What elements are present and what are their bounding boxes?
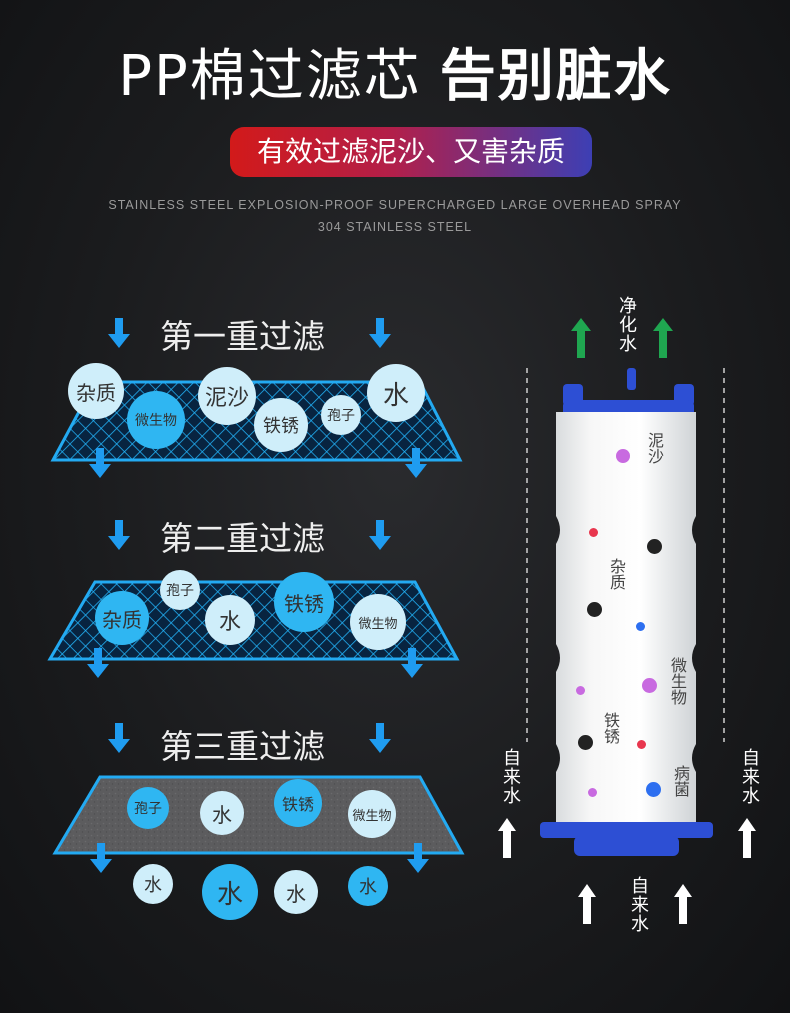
arrow-up-icon [578, 884, 596, 924]
particle-bubble: 杂质 [68, 363, 124, 419]
arrow-up-icon [653, 318, 673, 358]
subtitle-pill: 有效过滤泥沙、又害杂质 [230, 127, 592, 177]
particle-dot [637, 740, 646, 749]
arrow-up-icon [571, 318, 591, 358]
segment-label: 杂质 [607, 558, 626, 590]
particle-bubble: 泥沙 [198, 367, 256, 425]
arrow-down-icon [108, 520, 130, 550]
arrow-down-icon [407, 843, 429, 873]
arrow-up-icon [738, 818, 756, 858]
water-bubble: 水 [274, 870, 318, 914]
segment-label: 微生物 [668, 657, 687, 705]
particle-bubble: 水 [367, 364, 425, 422]
particle-bubble: 微生物 [127, 391, 185, 449]
english-line-1: STAINLESS STEEL EXPLOSION-PROOF SUPERCHA… [108, 198, 682, 212]
stage-2-label: 第二重过滤 [160, 519, 325, 558]
segment-label: 泥沙 [645, 432, 664, 464]
arrow-down-icon [405, 448, 427, 478]
segment-label: 病菌 [671, 765, 690, 797]
arrow-down-icon [108, 723, 130, 753]
arrow-down-icon [369, 520, 391, 550]
particle-dot [589, 528, 598, 537]
water-bubble: 水 [202, 864, 258, 920]
particle-bubble: 孢子 [127, 787, 169, 829]
tap-water-label-bottom: 自来水 [628, 876, 649, 933]
stage-1-label: 第一重过滤 [160, 317, 325, 356]
arrow-down-icon [90, 843, 112, 873]
arrow-down-icon [401, 648, 423, 678]
arrow-down-icon [89, 448, 111, 478]
title-part2: 告别脏水 [439, 44, 672, 109]
particle-bubble: 铁锈 [274, 572, 334, 632]
arrow-up-icon [498, 818, 516, 858]
segment-label: 铁锈 [601, 712, 620, 744]
arrow-down-icon [108, 318, 130, 348]
water-bubble: 水 [133, 864, 173, 904]
title-part1: PP棉过滤芯 [118, 44, 422, 109]
tap-water-label-left: 自来水 [500, 748, 521, 805]
particle-dot [642, 678, 657, 693]
arrow-down-icon [87, 648, 109, 678]
particle-dot [576, 686, 585, 695]
particle-bubble: 水 [205, 595, 255, 645]
particle-bubble: 孢子 [321, 395, 361, 435]
particle-dot [647, 539, 662, 554]
page-title: PP棉过滤芯告别脏水 [0, 42, 790, 112]
arrow-down-icon [369, 318, 391, 348]
tap-water-label-right: 自来水 [739, 748, 760, 805]
arrow-up-icon [674, 884, 692, 924]
particle-dot [588, 788, 597, 797]
particle-bubble: 孢子 [160, 570, 200, 610]
english-line-2: 304 STAINLESS STEEL [317, 220, 473, 234]
particle-bubble: 杂质 [95, 591, 149, 645]
particle-bubble: 微生物 [350, 594, 406, 650]
stage-3-label: 第三重过滤 [160, 727, 325, 766]
arrow-down-icon [369, 723, 391, 753]
water-bubble: 水 [348, 866, 388, 906]
particle-bubble: 微生物 [348, 790, 396, 838]
particle-dot [646, 782, 661, 797]
particle-dot [578, 735, 593, 750]
purified-water-label: 净化水 [616, 296, 637, 353]
particle-dot [636, 622, 645, 631]
particle-bubble: 铁锈 [254, 398, 308, 452]
particle-bubble: 铁锈 [274, 779, 322, 827]
particle-dot [587, 602, 602, 617]
particle-bubble: 水 [200, 791, 244, 835]
particle-dot [616, 449, 630, 463]
